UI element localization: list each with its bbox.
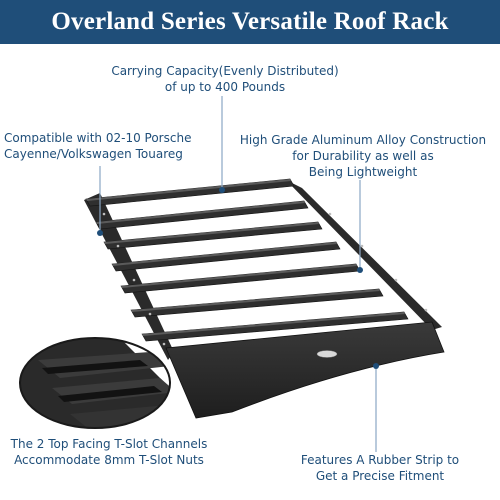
page-title: Overland Series Versatile Roof Rack	[51, 8, 449, 35]
callout-line: of up to 400 Pounds	[164, 80, 286, 94]
pointer-dot	[373, 363, 379, 369]
callout-line: Carrying Capacity(Evenly Distributed)	[111, 64, 339, 78]
callout-channels: The 2 Top Facing T-Slot Channels Accommo…	[4, 436, 214, 468]
pointer-dot	[357, 267, 363, 273]
pointer-dot	[219, 187, 225, 193]
brand-badge	[316, 350, 338, 358]
callout-line: Cayenne/Volkswagen Touareg	[4, 147, 183, 161]
callout-line: Being Lightweight	[308, 165, 418, 179]
pointer-dots	[97, 187, 379, 369]
callout-line: Accommodate 8mm T-Slot Nuts	[14, 453, 204, 467]
right-side-rail	[286, 180, 442, 330]
callout-line: Compatible with 02-10 Porsche	[4, 131, 192, 145]
callout-compatibility: Compatible with 02-10 Porsche Cayenne/Vo…	[4, 130, 192, 162]
title-banner: Overland Series Versatile Roof Rack	[0, 0, 500, 44]
callout-line: for Durability as well as	[292, 149, 434, 163]
callout-line: Features A Rubber Strip to	[300, 453, 460, 467]
callout-capacity: Carrying Capacity(Evenly Distributed) of…	[100, 63, 350, 95]
front-wind-deflector	[165, 321, 445, 419]
callout-line: The 2 Top Facing T-Slot Channels	[10, 437, 208, 451]
callout-line: High Grade Aluminum Alloy Construction	[239, 133, 487, 147]
t-slot-closeup-inset	[19, 337, 171, 429]
callout-fitment: Features A Rubber Strip to Get a Precise…	[285, 452, 475, 484]
pointer-dot	[97, 230, 103, 236]
callout-pointers	[99, 96, 377, 452]
callout-line: Get a Precise Fitment	[315, 469, 445, 483]
callout-material: High Grade Aluminum Alloy Construction f…	[228, 132, 498, 180]
roof-rack	[84, 178, 445, 419]
left-side-rail	[84, 193, 174, 360]
